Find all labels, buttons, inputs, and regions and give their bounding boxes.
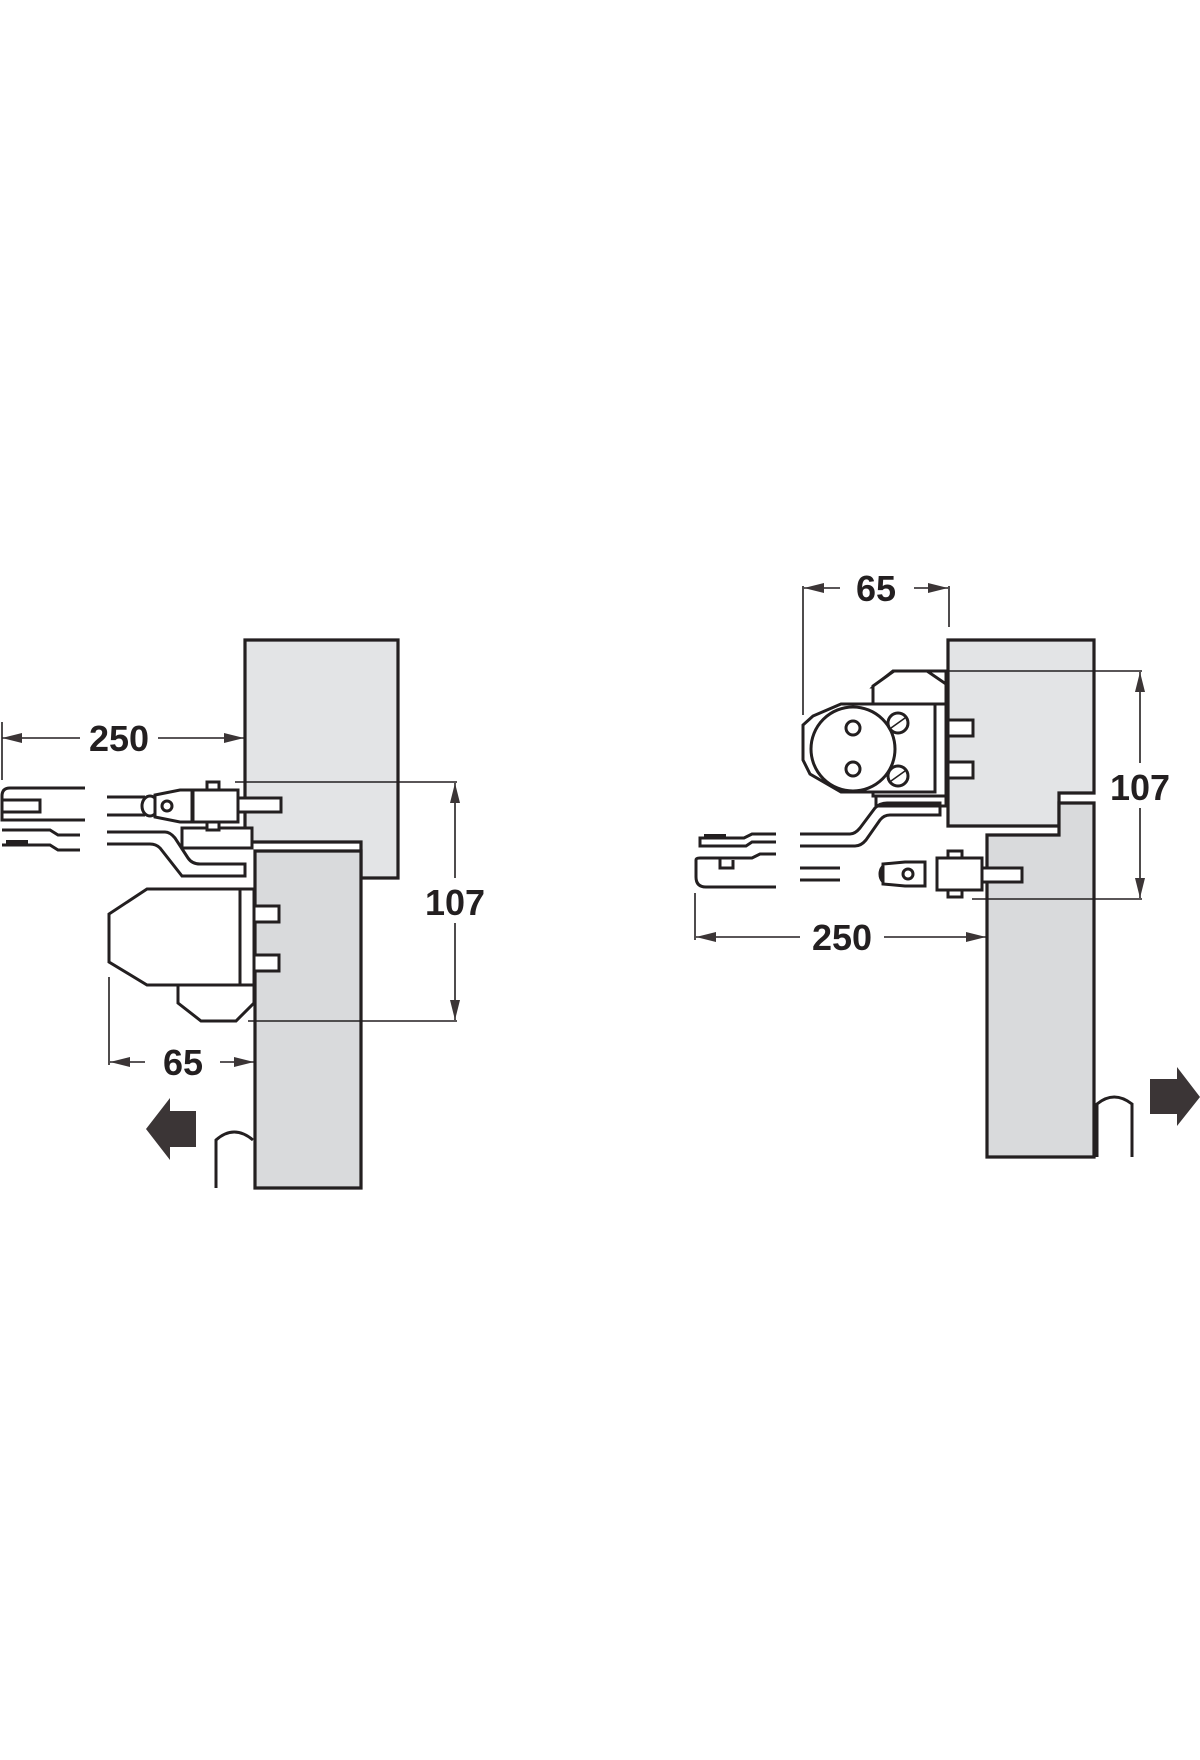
arrow-right-icon [1150, 1067, 1200, 1126]
dimension-label: 65 [856, 568, 896, 609]
door-leaf [985, 801, 1096, 1159]
closer-body [801, 669, 975, 808]
dimension-65-left: 65 [108, 977, 254, 1083]
door-frame [243, 638, 400, 880]
right-mounting-figure: 65 107 250 [694, 568, 1200, 1159]
dimension-label: 250 [812, 917, 872, 958]
dimension-label: 107 [1110, 767, 1170, 808]
hinge-pin [1095, 1095, 1134, 1157]
dimension-250-right: 250 [694, 893, 986, 958]
dimension-107-right: 107 [935, 670, 1170, 900]
dimension-label: 107 [425, 882, 485, 923]
closer-arm [694, 801, 1024, 899]
dimension-107-left: 107 [235, 781, 485, 1022]
closer-body [107, 826, 281, 1023]
dimension-label: 250 [89, 718, 149, 759]
dimension-label: 65 [163, 1042, 203, 1083]
door-leaf [253, 849, 363, 1190]
dimension-65-right: 65 [802, 568, 950, 715]
closer-arm [0, 780, 283, 878]
arrow-left-icon [146, 1098, 196, 1160]
left-mounting-figure: 250 107 65 [0, 638, 485, 1190]
dimension-250-left: 250 [1, 718, 244, 780]
door-frame [946, 638, 1096, 828]
hinge-pin [214, 1130, 254, 1188]
